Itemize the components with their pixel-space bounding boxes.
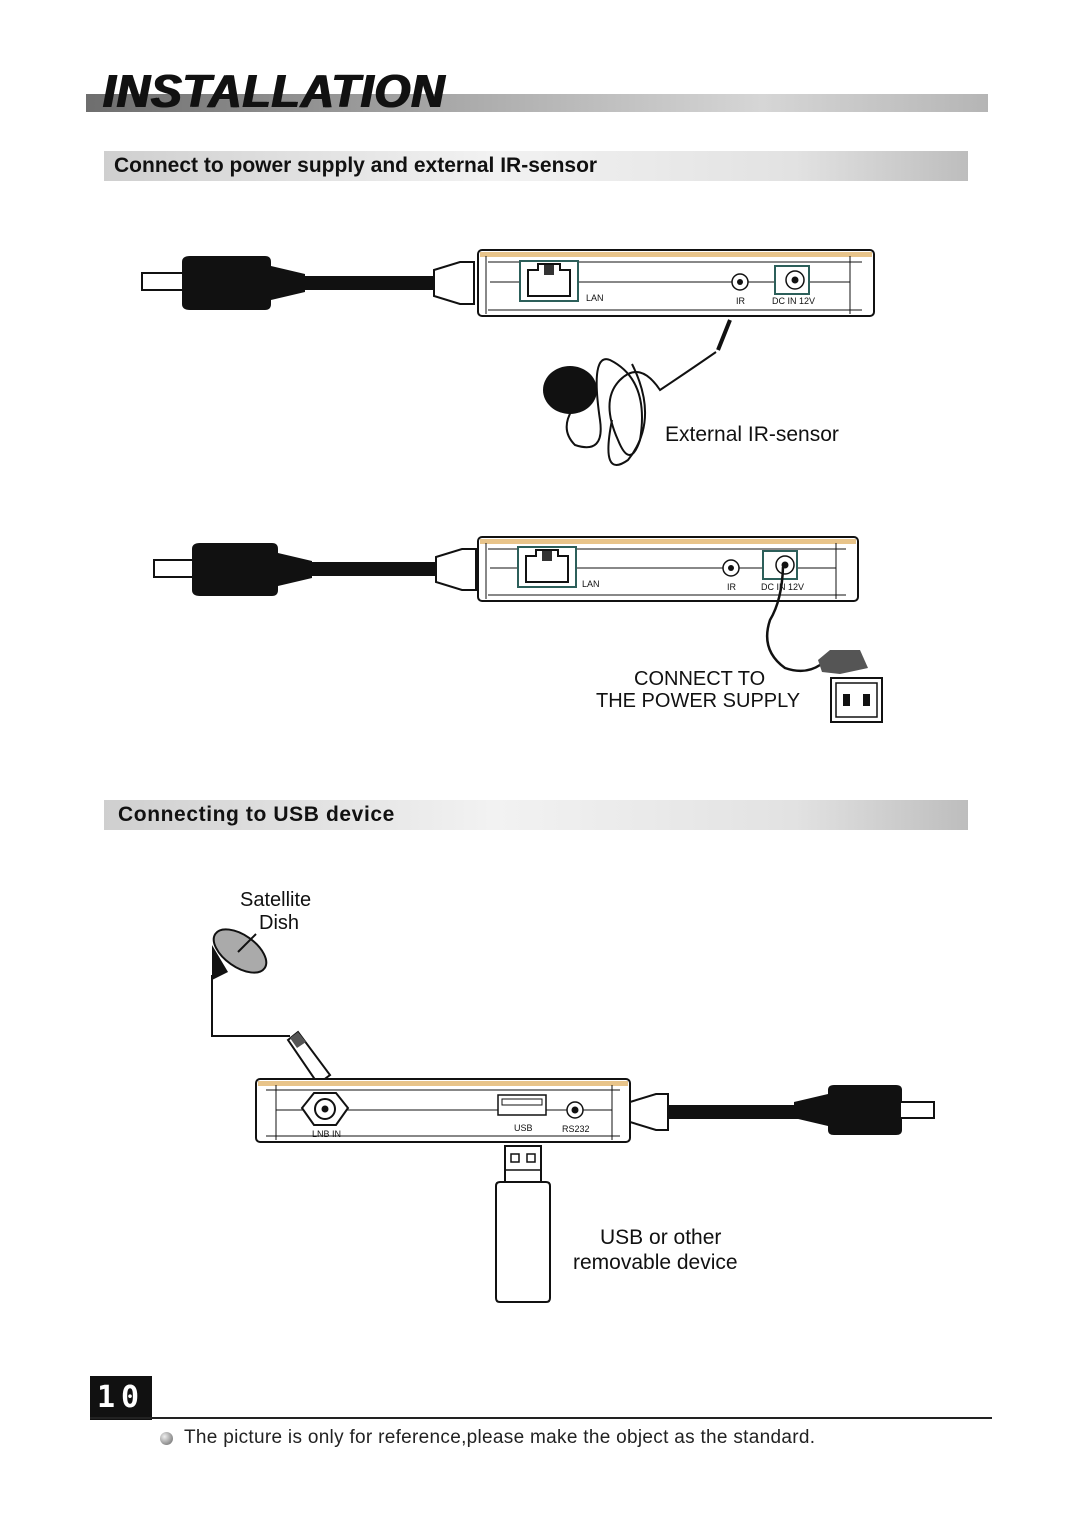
page-number: 10 — [90, 1376, 152, 1420]
cable-plug-icon — [141, 256, 475, 310]
power-label-line1: CONNECT TO — [634, 668, 766, 690]
ir-sensor-label: External IR-sensor — [665, 423, 839, 446]
section-title-power: Connect to power supply and external IR-… — [114, 154, 598, 177]
cable-plug-icon — [629, 1085, 935, 1135]
receiver-body-2 — [477, 536, 859, 602]
port-label-rs232: RS232 — [562, 1124, 590, 1134]
dish-label-line2: Dish — [259, 912, 300, 934]
satellite-dish-icon — [211, 928, 290, 1037]
coax-connector-icon — [286, 1030, 332, 1086]
usb-stick-icon — [495, 1145, 551, 1303]
power-adapter-icon — [765, 566, 883, 723]
port-label-usb: USB — [514, 1123, 533, 1133]
bullet-icon — [160, 1432, 173, 1445]
device-label-line1: USB or other — [600, 1226, 722, 1249]
port-label-lnb: LNB IN — [312, 1129, 342, 1139]
section-bar-usb — [104, 800, 968, 830]
section-title-usb: Connecting to USB device — [118, 803, 395, 826]
port-label-ir: IR — [727, 582, 736, 592]
port-label-ir: IR — [736, 296, 745, 306]
page-title: INSTALLATION — [102, 65, 445, 117]
header-bar — [86, 94, 988, 112]
device-label-line2: removable device — [573, 1251, 738, 1274]
footer-note: The picture is only for reference,please… — [184, 1427, 816, 1448]
ir-sensor-icon — [543, 319, 732, 466]
dish-label-line1: Satellite — [240, 889, 312, 911]
port-label-dc: DC IN 12V — [772, 296, 816, 306]
port-label-dc: DC IN 12V — [761, 582, 805, 592]
port-label-lan: LAN — [586, 293, 604, 303]
footer-divider — [90, 1417, 992, 1419]
section-bar-power — [104, 151, 968, 181]
power-label-line2: THE POWER SUPPLY — [596, 690, 801, 712]
cable-plug-icon — [153, 543, 477, 596]
receiver-body-1 — [477, 249, 875, 317]
port-label-lan: LAN — [582, 579, 600, 589]
